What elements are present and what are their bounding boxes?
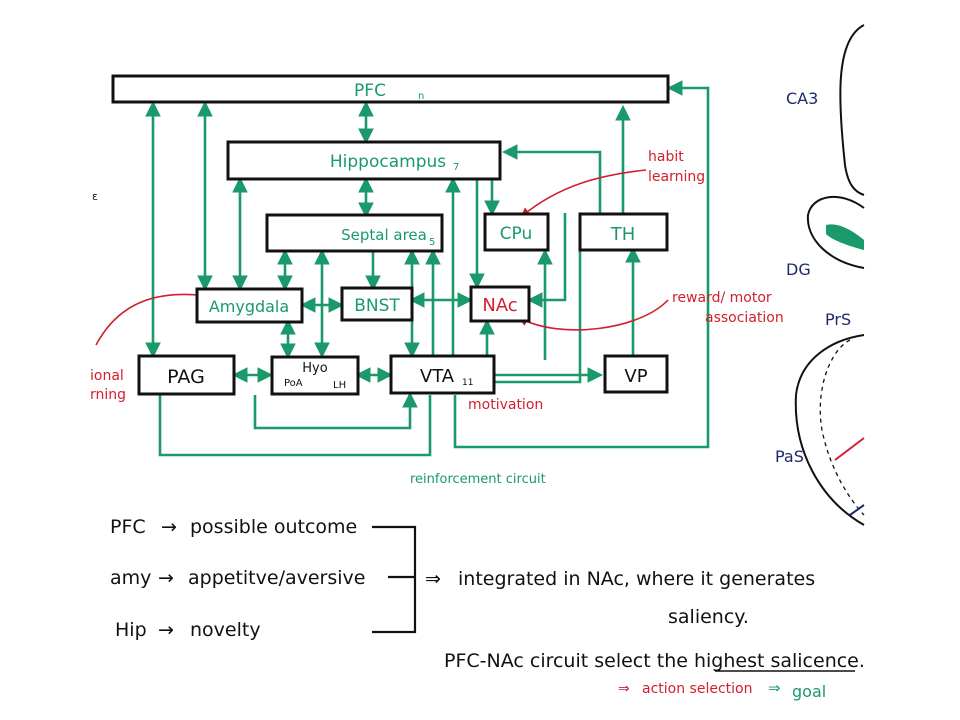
stray-mark: ε xyxy=(92,190,98,203)
note-reward-1: reward/ motor xyxy=(672,290,772,306)
summary-goal: goal xyxy=(792,682,826,701)
note-habit-1: habit xyxy=(648,149,684,165)
node-hippocampus-label: Hippocampus xyxy=(330,152,446,172)
node-pfc: PFC n xyxy=(111,74,670,104)
node-hippocampus: Hippocampus 7 xyxy=(226,140,502,181)
node-hyo: Hyo PoA LH xyxy=(270,355,360,396)
habit-arrow xyxy=(520,169,647,218)
node-hyo-label: Hyo xyxy=(302,361,327,376)
side-blob xyxy=(826,224,864,250)
node-th-label: TH xyxy=(610,224,636,245)
reward-arrow xyxy=(518,299,669,331)
side-sketch: CA3 DG PrS PaS xyxy=(775,24,865,526)
node-vta-sub: 11 xyxy=(462,378,473,388)
note-emotional-2: rning xyxy=(90,387,126,403)
node-cpu-label: CPu xyxy=(500,224,533,244)
summary-action: action selection xyxy=(642,681,752,697)
node-septal-label: Septal area xyxy=(341,226,427,244)
summary-right-3: novelty xyxy=(190,619,261,641)
summary-left-2: amy xyxy=(110,567,151,589)
node-cpu: CPu xyxy=(483,212,550,252)
summary-right-2: appetitve/aversive xyxy=(188,567,365,589)
node-vta-label: VTA xyxy=(420,366,455,387)
summary-left-1: PFC xyxy=(110,516,146,538)
edge-reinforcement-loop xyxy=(453,80,710,449)
note-habit-2: learning xyxy=(648,169,705,185)
node-pfc-sub: n xyxy=(418,91,424,102)
node-septal: Septal area 5 xyxy=(265,213,444,253)
node-hippocampus-sub: 7 xyxy=(453,162,459,173)
emotional-arrow xyxy=(95,290,210,346)
summary-left-3: Hip xyxy=(115,619,147,641)
summary-bracket xyxy=(372,525,417,634)
node-pfc-label: PFC xyxy=(354,81,386,101)
summary-implies: ⇒ xyxy=(425,568,441,590)
note-emotional-1: ional xyxy=(90,368,124,384)
node-nac-label: NAc xyxy=(482,295,517,316)
side-blue-tick xyxy=(849,504,865,516)
summary-integrated: integrated in NAc, where it generates xyxy=(458,568,815,590)
summary-saliency: saliency. xyxy=(668,606,749,628)
note-reinforcement: reinforcement circuit xyxy=(410,472,546,487)
edge-th-nac xyxy=(526,213,567,308)
side-red-tick xyxy=(834,437,865,461)
node-hyo-left: PoA xyxy=(284,378,303,389)
summary-arrow-1: → xyxy=(161,516,177,538)
node-pag: PAG xyxy=(137,354,236,396)
node-vta: VTA 11 xyxy=(389,354,496,395)
side-dashed xyxy=(819,339,865,516)
node-hyo-right: LH xyxy=(333,380,346,391)
summary-arrow-3: → xyxy=(158,619,174,641)
side-loop xyxy=(806,195,865,269)
side-curve-bottom xyxy=(794,334,865,526)
side-label-pas: PaS xyxy=(775,447,804,466)
node-th: TH xyxy=(578,212,669,252)
edge-pag-vta-loop xyxy=(158,395,432,457)
summary-block: PFC → possible outcome amy → appetitve/a… xyxy=(110,516,865,701)
node-vp-label: VP xyxy=(624,366,647,387)
summary-right-1: possible outcome xyxy=(190,516,357,538)
node-bnst: BNST xyxy=(340,286,414,322)
edge-th-hippocampus xyxy=(501,144,602,213)
edge-hyo-vta-loop xyxy=(253,391,418,430)
node-vp: VP xyxy=(603,354,669,394)
node-pag-label: PAG xyxy=(167,366,205,388)
summary-action-arrow: ⇒ xyxy=(618,681,630,697)
side-label-prs: PrS xyxy=(825,310,851,329)
node-amygdala: Amygdala xyxy=(195,287,304,324)
node-nac: NAc xyxy=(469,285,531,323)
note-reward-2: association xyxy=(705,310,784,326)
note-motivation: motivation xyxy=(468,397,543,413)
summary-goal-arrow: ⇒ xyxy=(768,679,781,697)
summary-arrow-2: → xyxy=(158,567,174,589)
side-label-dg: DG xyxy=(786,260,811,279)
side-label-ca3: CA3 xyxy=(786,89,818,108)
node-amygdala-label: Amygdala xyxy=(209,297,289,316)
side-curve-top xyxy=(839,24,865,196)
node-bnst-label: BNST xyxy=(354,296,400,316)
summary-circuit: PFC-NAc circuit select the highest salic… xyxy=(444,650,865,672)
node-septal-sub: 5 xyxy=(429,237,435,248)
